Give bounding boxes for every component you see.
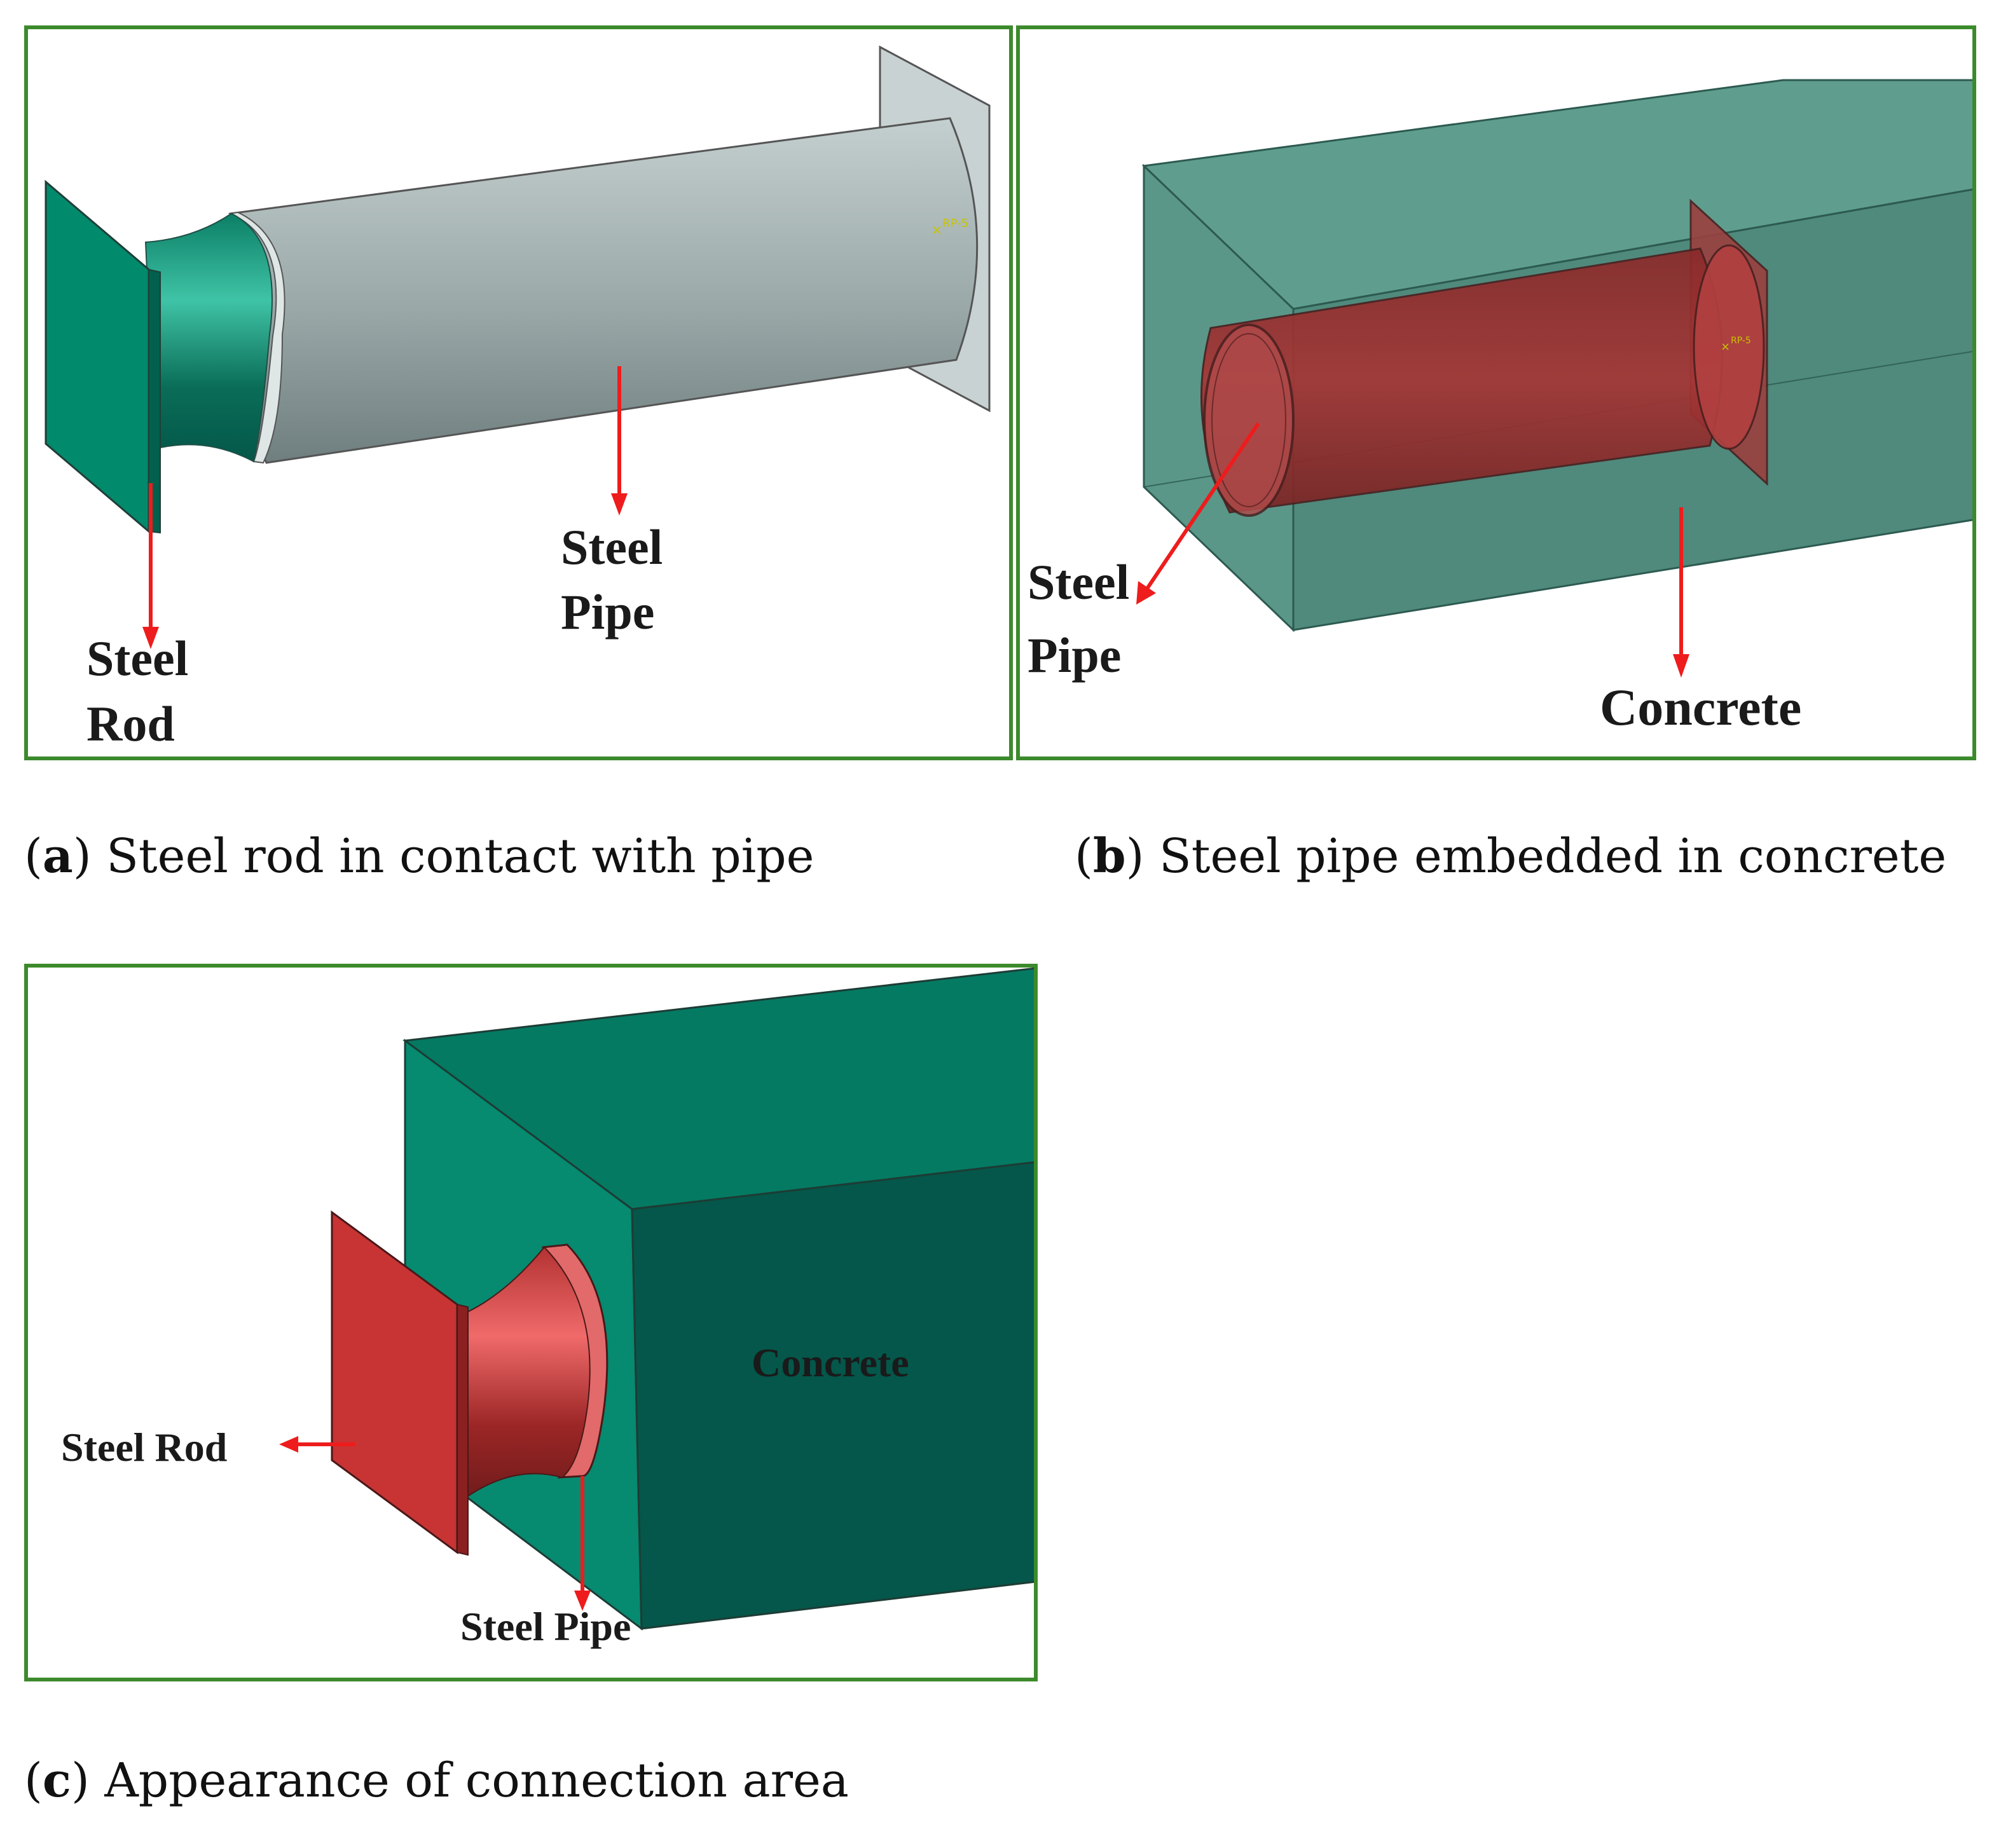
caption-b: (b) Steel pipe embedded in concrete [1075,829,1947,884]
caption-a-text: Steel rod in contact with pipe [91,829,815,884]
steel-rod-end-plate [45,179,150,534]
caption-b-text: Steel pipe embedded in concrete [1144,829,1947,884]
steel-pipe-front-ring [228,211,285,464]
label-concrete-c: Concrete [752,1340,909,1385]
label-steel-pipe-c: Steel Pipe [460,1604,631,1649]
steel-pipe-body [224,117,979,464]
rp-label-b: RP-5 [1731,336,1751,346]
rp-marker-b: × [1721,340,1730,353]
label-steel-pipe-a-line2: Pipe [561,584,655,640]
label-steel-rod-a-line1: Steel [86,631,189,686]
caption-c-letter: c [42,1753,71,1808]
label-concrete-b: Concrete [1600,678,1802,736]
steel-rod-neck-c [434,1246,591,1503]
label-steel-pipe-b-line2: Pipe [1028,627,1122,683]
caption-a: (a) Steel rod in contact with pipe [24,829,815,884]
caption-a-letter: a [42,829,73,884]
caption-c: (c) Appearance of connection area [24,1753,849,1808]
panel-c-drawing [279,968,1034,1631]
caption-b-letter: b [1092,829,1126,884]
rp-label-a: RP-5 [942,217,968,230]
panel-c: Concrete Steel Rod Steel Pipe [24,964,1038,1681]
rp-marker-a: × [931,222,942,238]
concrete-front-face-c [631,1161,1034,1630]
steel-pipe-end-b [1693,244,1765,450]
steel-rod-neck [144,212,273,463]
label-steel-rod-c: Steel Rod [61,1425,228,1470]
panel-b: × RP-5 Steel Pipe Concrete [1016,25,1976,760]
panel-a: × RP-5 Steel Pipe Steel Rod [24,25,1013,760]
panel-b-drawing: × [1136,79,1972,678]
label-steel-pipe-a-line1: Steel [561,519,663,575]
label-steel-pipe-b-line1: Steel [1028,554,1130,610]
caption-c-text: Appearance of connection area [89,1753,849,1808]
label-steel-rod-a-line2: Rod [86,696,175,751]
arrow-steel-pipe-b [1145,422,1260,590]
panel-a-drawing: × [45,45,991,649]
